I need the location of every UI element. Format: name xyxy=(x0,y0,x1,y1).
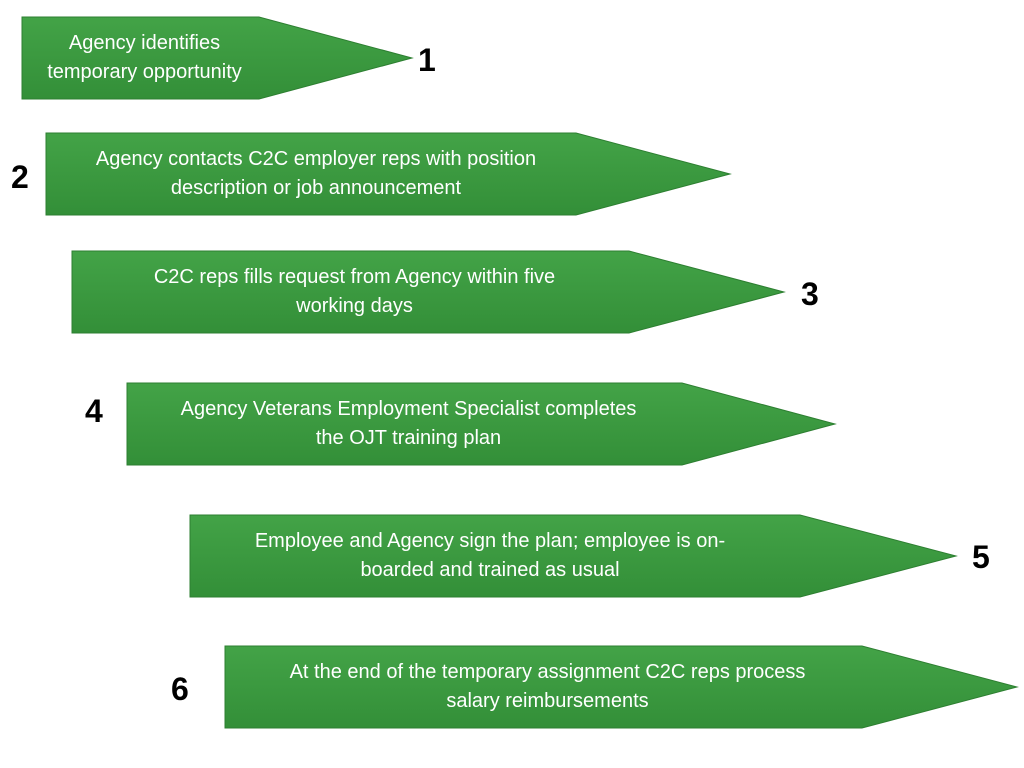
step-number-2: 2 xyxy=(11,159,29,195)
arrow-shape-5 xyxy=(189,514,958,598)
arrow-shape-1 xyxy=(21,16,414,100)
step-4-text: Agency Veterans Employment Specialist co… xyxy=(180,398,637,449)
step-number-5: 5 xyxy=(972,539,990,575)
arrow-shape-6 xyxy=(224,645,1019,729)
process-step-4: Agency Veterans Employment Specialist co… xyxy=(126,382,837,466)
step-number-4: 4 xyxy=(85,393,103,429)
process-step-1: Agency identifies temporary opportunity xyxy=(21,16,414,100)
step-1-text: Agency identifies temporary opportunity xyxy=(47,32,242,83)
step-number-6: 6 xyxy=(171,671,189,707)
step-3-text: C2C reps fills request from Agency withi… xyxy=(153,266,556,317)
process-step-2: Agency contacts C2C employer reps with p… xyxy=(45,132,732,216)
arrow-shape-4 xyxy=(126,382,837,466)
process-step-5: Employee and Agency sign the plan; emplo… xyxy=(189,514,958,598)
step-number-3: 3 xyxy=(801,276,819,312)
step-2-text: Agency contacts C2C employer reps with p… xyxy=(95,148,537,199)
step-6-text: At the end of the temporary assignment C… xyxy=(289,661,806,712)
arrow-shape-3 xyxy=(71,250,786,334)
step-5-text: Employee and Agency sign the plan; emplo… xyxy=(254,530,726,581)
step-number-1: 1 xyxy=(418,42,436,78)
arrow-shape-2 xyxy=(45,132,732,216)
process-step-3: C2C reps fills request from Agency withi… xyxy=(71,250,786,334)
process-step-6: At the end of the temporary assignment C… xyxy=(224,645,1019,729)
